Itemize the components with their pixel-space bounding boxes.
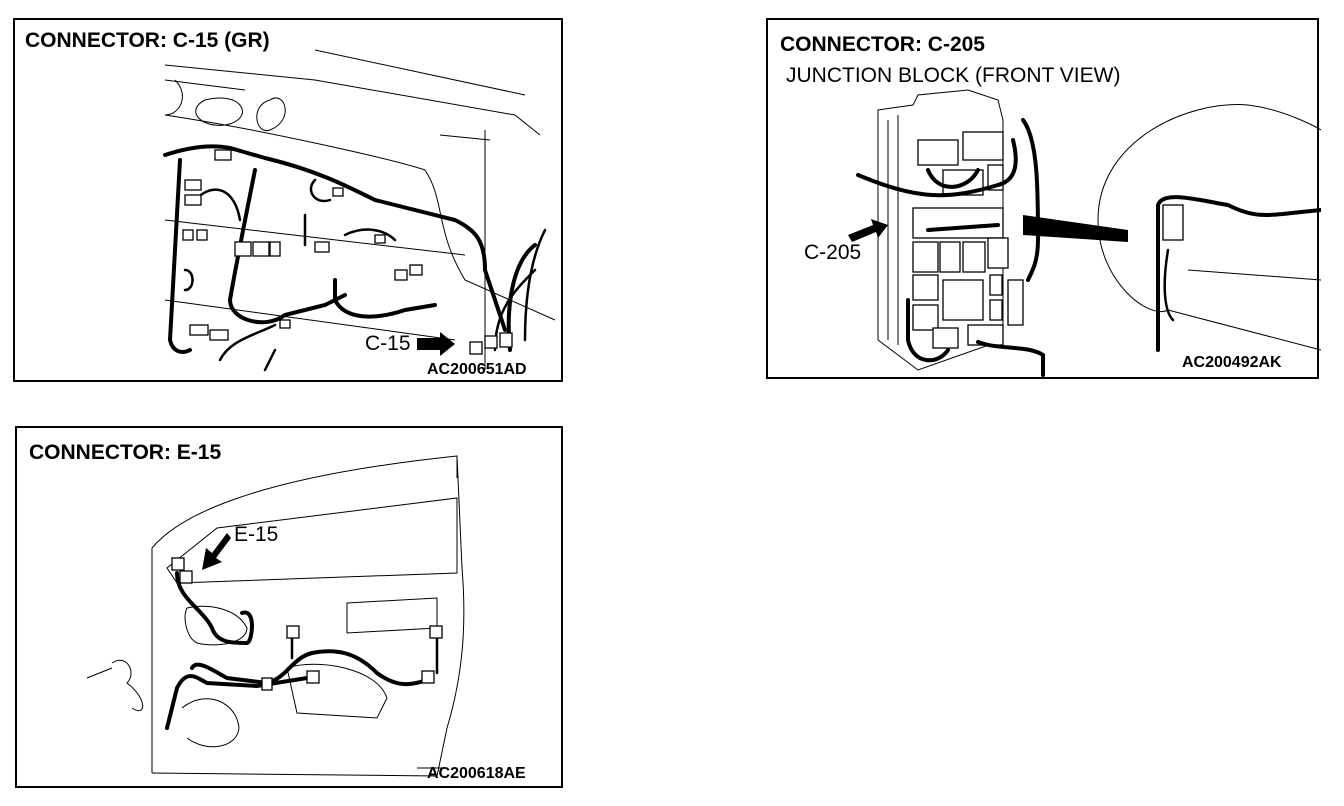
connector-callout: C-205 [804,241,862,264]
panel-title: CONNECTOR: E-15 [29,441,222,464]
panel-title: CONNECTOR: C-15 (GR) [25,29,270,52]
door-harness-illustration [86,455,465,777]
connector-callout: C-15 [365,332,411,355]
arrow-icon [202,533,231,570]
connector-c205-panel: CONNECTOR: C-205 JUNCTION BLOCK (FRONT V… [766,18,1321,379]
arrow-icon [848,219,888,242]
figure-code: AC200651AD [427,361,527,378]
connector-c15-panel: CONNECTOR: C-15 (GR) C-15 AC200651AD [13,18,563,382]
arrow-icon [417,332,455,356]
connector-e15-panel: CONNECTOR: E-15 E-15 AC200618AE [15,426,563,788]
panel-title: CONNECTOR: C-205 [780,33,985,56]
junction-block-illustration [848,89,1321,377]
figure-code: AC200492AK [1182,354,1282,371]
connector-callout: E-15 [234,523,279,546]
panel-subtitle: JUNCTION BLOCK (FRONT VIEW) [786,64,1121,87]
figure-code: AC200618AE [427,765,526,782]
dashboard-harness-illustration [163,49,556,372]
